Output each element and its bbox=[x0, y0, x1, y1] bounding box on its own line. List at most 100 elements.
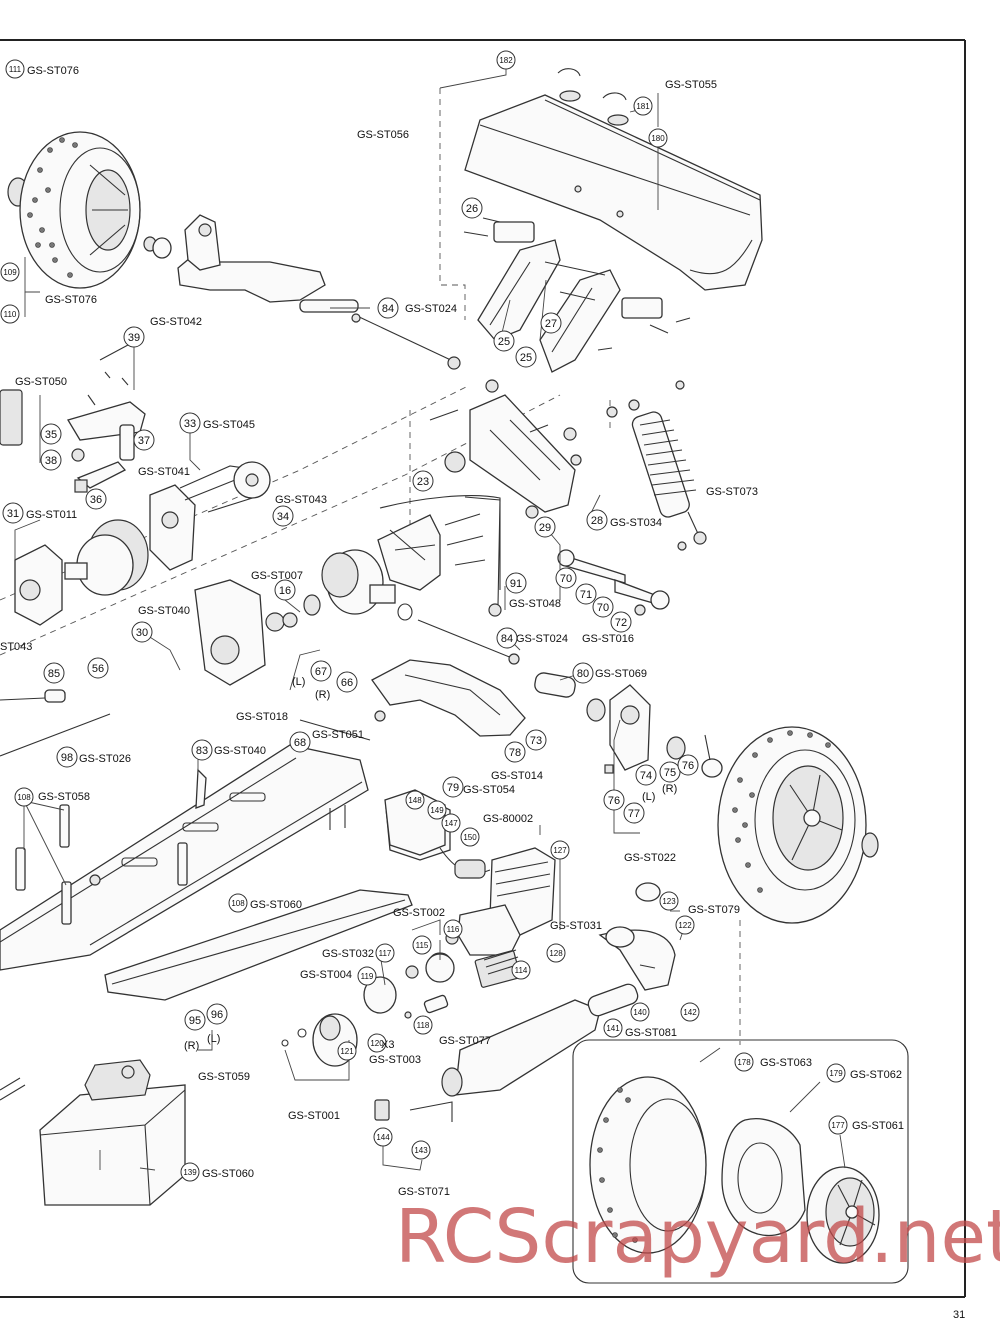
callout-119: 119 bbox=[357, 966, 377, 986]
callout-67: 67 bbox=[310, 660, 332, 682]
callout-30: 30 bbox=[131, 621, 153, 643]
callout-number: 68 bbox=[294, 737, 306, 749]
callout-number: 147 bbox=[444, 819, 458, 828]
callout-26: 26 bbox=[461, 197, 483, 219]
code-st051: GS-ST051 bbox=[312, 729, 364, 741]
callout-number: 83 bbox=[196, 745, 208, 757]
code-st032: GS-ST032 bbox=[322, 948, 374, 960]
code-st077: GS-ST077 bbox=[439, 1035, 491, 1047]
rear-wing bbox=[464, 68, 763, 291]
callout-number: 149 bbox=[430, 806, 444, 815]
code-st061: GS-ST061 bbox=[852, 1120, 904, 1132]
code-st003: GS-ST003 bbox=[369, 1054, 421, 1066]
callout-140: 140 bbox=[630, 1002, 650, 1022]
callout-number: 35 bbox=[45, 429, 57, 441]
code-st041: GS-ST041 bbox=[138, 466, 190, 478]
callout-178: 178 bbox=[734, 1052, 754, 1072]
code-st055: GS-ST055 bbox=[665, 79, 717, 91]
callout-number: 141 bbox=[606, 1024, 620, 1033]
part-code-labels: GS-ST076 GS-ST076 GS-ST056 GS-ST055 GS-S… bbox=[0, 65, 904, 1198]
callout-number: 114 bbox=[515, 966, 528, 975]
callout-72: 72 bbox=[610, 611, 632, 633]
front-bulkhead-parts bbox=[0, 344, 146, 493]
rear-linkages bbox=[464, 496, 670, 617]
label-x3: X3 bbox=[381, 1039, 394, 1051]
callout-144: 144 bbox=[373, 1127, 393, 1147]
code-st043-top: GS-ST043 bbox=[275, 494, 327, 506]
callout-number: 143 bbox=[414, 1146, 428, 1155]
code-st042: GS-ST042 bbox=[150, 316, 202, 328]
callout-number: 39 bbox=[128, 332, 140, 344]
front-suspension-arm bbox=[177, 214, 461, 370]
callout-70a: 70 bbox=[555, 567, 577, 589]
code-st002: GS-ST002 bbox=[393, 907, 445, 919]
callout-number: 76 bbox=[682, 760, 694, 772]
callout-70b: 70 bbox=[592, 596, 614, 618]
callout-number: 70 bbox=[597, 602, 609, 614]
code-st018: GS-ST018 bbox=[236, 711, 288, 723]
callout-number: 33 bbox=[184, 418, 196, 430]
callout-number: 96 bbox=[211, 1009, 223, 1021]
label-knuckle-l: (L) bbox=[642, 791, 655, 803]
callout-number: 70 bbox=[560, 573, 572, 585]
callout-number: 123 bbox=[662, 897, 676, 906]
callout-39: 39 bbox=[123, 326, 145, 348]
code-st071: GS-ST071 bbox=[398, 1186, 450, 1198]
callout-117: 117 bbox=[375, 943, 395, 963]
callout-120: 120 bbox=[367, 1033, 387, 1053]
callout-number: 108 bbox=[231, 899, 245, 908]
label-bottom-l: (L) bbox=[207, 1033, 220, 1045]
label-right-r: (R) bbox=[315, 689, 330, 701]
callout-number: 127 bbox=[553, 846, 567, 855]
callout-29: 29 bbox=[534, 516, 556, 538]
callout-number: 120 bbox=[370, 1039, 384, 1048]
code-st024-top: GS-ST024 bbox=[405, 303, 457, 315]
callout-number: 108 bbox=[17, 793, 31, 802]
callout-number: 56 bbox=[92, 663, 104, 675]
callout-number: 36 bbox=[90, 494, 102, 506]
callout-34: 34 bbox=[272, 505, 294, 527]
code-st050: GS-ST050 bbox=[15, 376, 67, 388]
code-st014: GS-ST014 bbox=[491, 770, 543, 782]
front-left-wheel bbox=[7, 131, 172, 289]
callout-114: 114 bbox=[511, 960, 531, 980]
callout-number: 71 bbox=[580, 589, 592, 601]
code-st079: GS-ST079 bbox=[688, 904, 740, 916]
code-st040-top: GS-ST040 bbox=[138, 605, 190, 617]
callout-177: 177 bbox=[828, 1115, 848, 1135]
callout-76b: 76 bbox=[603, 789, 625, 811]
callout-37: 37 bbox=[133, 429, 155, 451]
code-st040-mid: GS-ST040 bbox=[214, 745, 266, 757]
callout-number: 177 bbox=[831, 1121, 845, 1130]
callout-number: 91 bbox=[510, 578, 522, 590]
callout-71: 71 bbox=[575, 583, 597, 605]
clutch-parts bbox=[281, 953, 455, 1067]
callout-number: 25 bbox=[520, 352, 532, 364]
chassis-plate bbox=[0, 744, 413, 1001]
callout-number: 144 bbox=[376, 1133, 390, 1142]
rear-suspension-arm bbox=[299, 659, 723, 778]
callout-number: 73 bbox=[530, 735, 542, 747]
callout-182: 182 bbox=[496, 50, 516, 70]
callout-111: 111 bbox=[5, 59, 25, 79]
code-st026: GS-ST026 bbox=[79, 753, 131, 765]
callout-25a: 25 bbox=[493, 330, 515, 352]
callout-180: 180 bbox=[648, 128, 668, 148]
callout-84a: 84 bbox=[377, 297, 399, 319]
callout-139: 139 bbox=[180, 1162, 200, 1182]
callout-127: 127 bbox=[550, 840, 570, 860]
code-st054: GS-ST054 bbox=[463, 784, 515, 796]
callout-76a: 76 bbox=[677, 754, 699, 776]
callout-68: 68 bbox=[289, 731, 311, 753]
code-st043-left: ST043 bbox=[0, 641, 32, 653]
callout-78: 78 bbox=[504, 741, 526, 763]
center-diff-parts bbox=[194, 549, 413, 686]
callout-number: 26 bbox=[466, 203, 478, 215]
callout-number: 142 bbox=[683, 1008, 697, 1017]
callout-79: 79 bbox=[442, 776, 464, 798]
callout-148: 148 bbox=[405, 790, 425, 810]
code-st076-top: GS-ST076 bbox=[27, 65, 79, 77]
callout-number: 72 bbox=[615, 617, 627, 629]
code-st058: GS-ST058 bbox=[38, 791, 90, 803]
callout-number: 179 bbox=[829, 1069, 843, 1078]
